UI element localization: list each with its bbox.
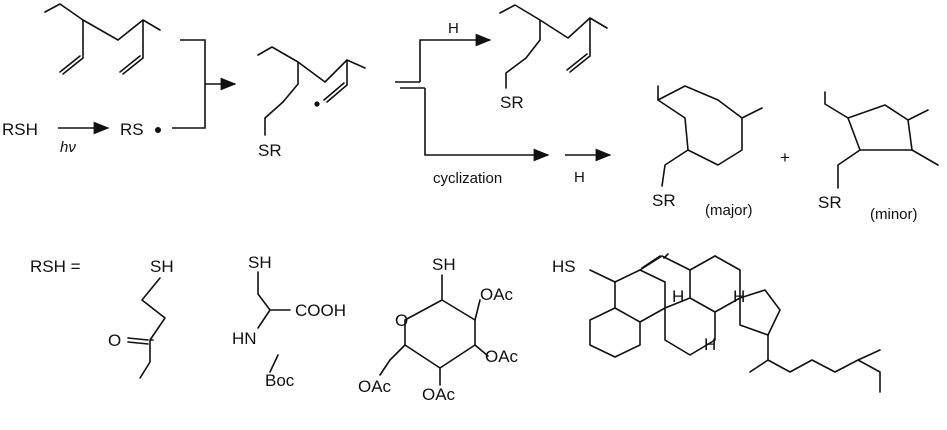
t3-sh: SH <box>432 255 456 274</box>
radical-dot <box>155 127 161 133</box>
t3-oac-1: OAc <box>480 285 514 304</box>
t3-ring-o: O <box>395 311 408 330</box>
light-label: hν <box>60 139 76 156</box>
t4-h-3: H <box>704 335 716 354</box>
major-label: (major) <box>705 202 753 219</box>
thiol-thioglucose <box>379 274 489 386</box>
h-transfer-arrow <box>419 33 492 82</box>
t2-cooh: COOH <box>295 301 346 320</box>
t1-sh: SH <box>150 257 174 276</box>
thiol-thiocholesterol <box>589 253 881 393</box>
thiol-methyl-mercaptopropionate <box>127 277 166 379</box>
polymer-fragment-start <box>44 3 161 75</box>
carbon-radical-dot <box>314 101 320 107</box>
merge-bracket <box>172 39 206 129</box>
t1-o: O <box>108 331 121 350</box>
rsh-reagent: RSH <box>2 120 38 139</box>
radical-intermediate <box>257 46 366 136</box>
sr-minor: SR <box>818 193 842 212</box>
branch-arrows <box>395 33 612 162</box>
t3-oac-2: OAc <box>485 347 519 366</box>
rsh-list-label: RSH = <box>30 257 81 276</box>
t4-hs: HS <box>552 257 576 276</box>
thiyl-radical: RS <box>120 120 144 139</box>
t4-h-1: H <box>672 287 684 306</box>
t3-oac-4: OAc <box>358 377 392 396</box>
sr-linear-product: SR <box>500 93 524 112</box>
t4-h-2: H <box>733 287 745 306</box>
plus-sign: + <box>780 148 790 167</box>
t2-hn: HN <box>232 329 257 348</box>
minor-label: (minor) <box>870 206 918 223</box>
sr-intermediate: SR <box>258 141 282 160</box>
cyclopentane-product <box>824 91 939 189</box>
cyclohexane-product <box>657 85 763 187</box>
branch-point <box>395 81 425 89</box>
t3-oac-3: OAc <box>422 385 456 404</box>
cyclization-label: cyclization <box>433 170 502 187</box>
cyclization-arrow <box>424 88 550 162</box>
t2-sh: SH <box>248 253 272 272</box>
h-label-top: H <box>448 20 459 37</box>
h-label-bottom: H <box>574 169 585 186</box>
linear-product <box>499 4 608 89</box>
t2-boc: Boc <box>265 371 295 390</box>
thiol-boc-cysteine <box>257 271 291 373</box>
sr-major: SR <box>652 191 676 210</box>
